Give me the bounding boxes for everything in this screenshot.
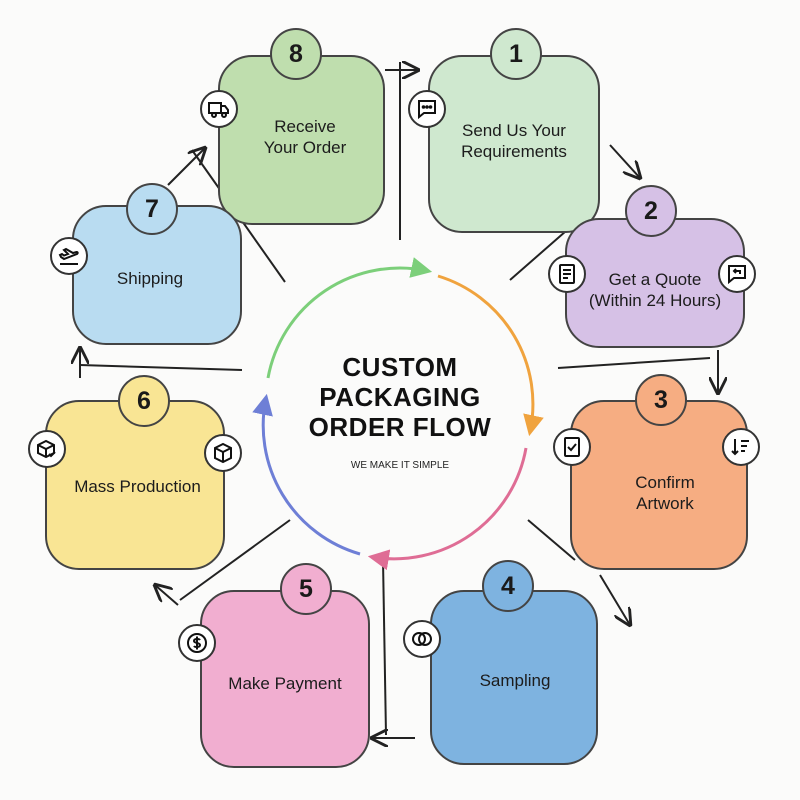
step-8-label: Receive Your Order bbox=[263, 117, 347, 157]
step-1-card[interactable] bbox=[428, 55, 600, 233]
step-5-label: Make Payment bbox=[228, 673, 342, 693]
ring-arc-pink bbox=[367, 447, 528, 571]
step-4-number: 4 bbox=[501, 571, 515, 600]
step-4-label: Sampling bbox=[479, 670, 551, 690]
ring-arc-orange bbox=[437, 274, 544, 437]
step-5-number: 5 bbox=[299, 574, 313, 603]
step-8-number-badge: 8 bbox=[270, 28, 322, 80]
step-4-number-badge: 4 bbox=[482, 560, 534, 612]
chat-icon bbox=[408, 90, 446, 128]
step-2-number-badge: 2 bbox=[625, 185, 677, 237]
center-subtitle: WE MAKE IT SIMPLE bbox=[350, 460, 450, 471]
spoke-6 bbox=[179, 519, 291, 601]
step-7-number: 7 bbox=[145, 194, 159, 223]
step-1-number: 1 bbox=[509, 39, 523, 68]
step-2-label: Get a Quote (Within 24 Hours) bbox=[588, 270, 722, 310]
box-check-icon bbox=[28, 430, 66, 468]
step-5-card[interactable] bbox=[200, 590, 370, 768]
step-2-number: 2 bbox=[644, 196, 658, 225]
spoke-4 bbox=[527, 519, 576, 561]
sort-icon bbox=[722, 428, 760, 466]
arrow-7-to-8 bbox=[167, 148, 205, 186]
ring-arc-blue bbox=[252, 393, 361, 556]
step-6-label: Mass Production bbox=[74, 476, 201, 496]
step-3-number: 3 bbox=[654, 385, 668, 414]
dollar-icon bbox=[178, 624, 216, 662]
checklist-icon bbox=[553, 428, 591, 466]
step-6-number: 6 bbox=[137, 386, 151, 415]
spoke-3 bbox=[557, 357, 711, 369]
spoke-5 bbox=[382, 559, 387, 736]
ring-arc-green bbox=[266, 257, 433, 379]
step-1-label: Send Us Your Requirements bbox=[461, 121, 567, 161]
step-3-number-badge: 3 bbox=[635, 374, 687, 426]
reply-icon bbox=[718, 255, 756, 293]
plane-icon bbox=[50, 237, 88, 275]
coins-icon bbox=[403, 620, 441, 658]
step-3-label: Confirm Artwork bbox=[635, 473, 695, 513]
spoke-7 bbox=[79, 364, 243, 371]
document-icon bbox=[548, 255, 586, 293]
arrow-3-to-4 bbox=[599, 574, 630, 625]
truck-icon bbox=[200, 90, 238, 128]
step-6-number-badge: 6 bbox=[118, 375, 170, 427]
step-7-number-badge: 7 bbox=[126, 183, 178, 235]
step-8-number: 8 bbox=[289, 39, 303, 68]
step-6-card[interactable] bbox=[45, 400, 225, 570]
step-2-card[interactable] bbox=[565, 218, 745, 348]
arrow-5-to-6 bbox=[155, 585, 179, 606]
step-1-number-badge: 1 bbox=[490, 28, 542, 80]
step-5-number-badge: 5 bbox=[280, 563, 332, 615]
step-7-label: Shipping bbox=[116, 268, 184, 288]
box-icon bbox=[204, 434, 242, 472]
center-title: CUSTOM PACKAGING ORDER FLOW bbox=[308, 352, 492, 442]
step-3-card[interactable] bbox=[570, 400, 748, 570]
arrow-1-to-2 bbox=[609, 144, 640, 178]
